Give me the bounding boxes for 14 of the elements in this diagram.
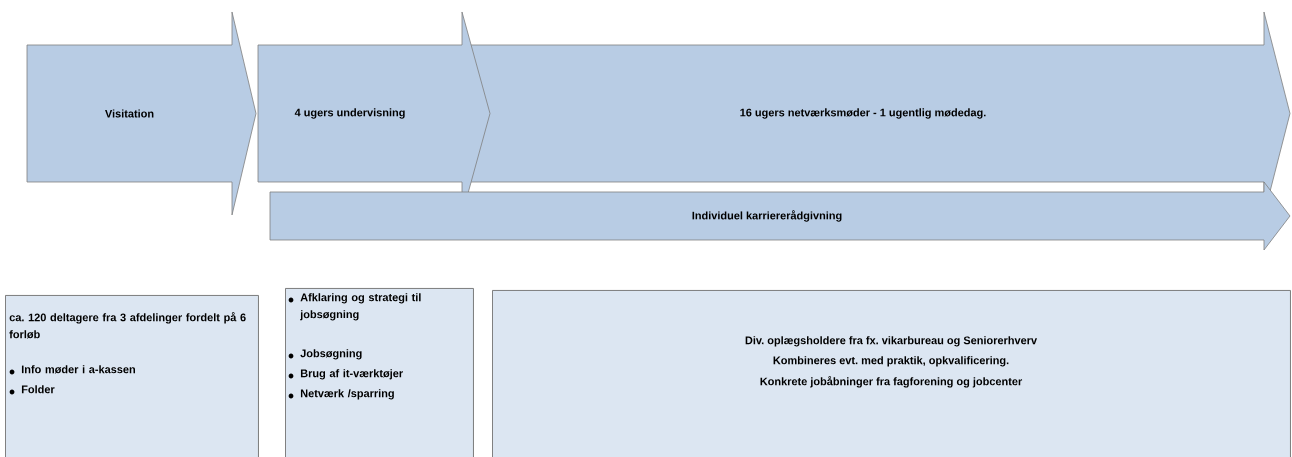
bullet-item: Info møder i a-kassen: [21, 365, 135, 374]
text-box: [492, 290, 1291, 457]
text-line: Div. oplægsholdere fra fx. vikarbureau og Seniorerhverv: [745, 336, 1037, 347]
bullet-item: Folder: [21, 385, 55, 394]
text-line: Konkrete jobåbninger fra fagforening og jobcenter: [760, 376, 1023, 388]
node-label: 16 ugers netværksmøder - 1 ugentlig mødedag.: [740, 108, 986, 119]
bullet-item: Brug af it-værktøjer: [300, 369, 403, 380]
bullet-item: Afklaring og strategi til jobsøgning: [300, 293, 421, 321]
text-box: [5, 295, 259, 457]
paragraph: ca. 120 deltagere fra 3 afdelinger fordelt på 6 forløb: [9, 312, 246, 339]
bullet-item: Netværk /sparring: [300, 389, 394, 400]
text-box: [285, 288, 474, 457]
bullet-item: Jobsøgning: [300, 349, 362, 360]
text-line: Kombineres evt. med praktik, opkvalificering.: [773, 356, 1009, 367]
